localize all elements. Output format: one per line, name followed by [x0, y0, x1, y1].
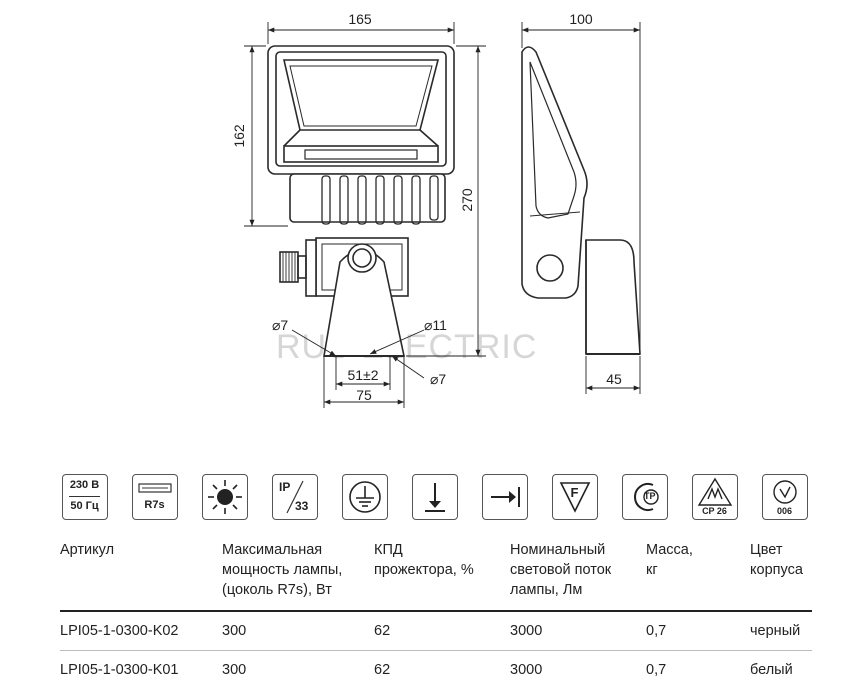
front-view [267, 45, 455, 357]
ip-rating-icon: IP 33 [272, 474, 318, 520]
frequency-text: 50 Гц [70, 500, 99, 512]
header-color: Цвет корпуса [750, 540, 812, 612]
header-article: Артикул [60, 540, 222, 612]
width-165-label: 165 [348, 11, 372, 27]
watermark: RUS ELECTRIC [276, 328, 537, 366]
header-luminous-flux: Номинальный световой поток лампы, Лм [510, 540, 646, 612]
voltage-text: 230 В [69, 479, 100, 491]
ip-text: IP [279, 480, 291, 494]
side-view [521, 46, 641, 355]
hole-spacing-label: 51±2 [347, 367, 378, 383]
specifications-table: Артикул Максимальная мощность лампы, (цо… [60, 540, 812, 689]
arrow-right-icon [482, 474, 528, 520]
lamp-base-text: R7s [144, 499, 165, 511]
arrow-down-icon [412, 474, 458, 520]
f-mark-icon: F [552, 474, 598, 520]
f-mark-text: F [570, 485, 579, 500]
certification-text: CP 26 [702, 506, 727, 516]
hole-7-left-label: ⌀7 [272, 317, 288, 333]
table-header-row: Артикул Максимальная мощность лампы, (цо… [60, 540, 812, 612]
hole-11-label: ⌀11 [424, 317, 447, 333]
depth-45-label: 45 [606, 371, 622, 387]
depth-100-label: 100 [569, 11, 593, 27]
ip-number-text: 33 [295, 499, 309, 513]
mass-cell: 0,7 [646, 611, 750, 651]
class-text: 006 [776, 506, 793, 516]
flux-cell: 3000 [510, 662, 543, 678]
voltage-icon: 230 В 50 Гц [62, 474, 108, 520]
flux-cell: 3000 [510, 611, 646, 651]
header-efficiency: КПД прожектора, % [374, 540, 510, 612]
base-width-label: 75 [356, 387, 372, 403]
certification-icons: 230 В 50 Гц R7s IP 33 F [60, 474, 810, 524]
sun-icon [202, 474, 248, 520]
gost-tp-icon: TP [622, 474, 668, 520]
power-cell: 300 [222, 611, 374, 651]
technical-drawing: RUS ELECTRIC [231, 11, 641, 408]
class-icon: 006 [762, 474, 808, 520]
certification-mark-icon: CP 26 [692, 474, 738, 520]
efficiency-cell: 62 [374, 662, 391, 678]
table-row: LPI05-1-0300-K01 300 62 3000 0,7 белый [60, 651, 812, 690]
lamp-base-icon: R7s [132, 474, 178, 520]
height-270-label: 270 [459, 188, 475, 212]
gost-tp-text: TP [644, 491, 656, 501]
color-cell: черный [750, 611, 812, 651]
table-row: LPI05-1-0300-K02 300 62 3000 0,7 черный [60, 611, 812, 651]
power-cell: 300 [222, 662, 247, 678]
side-dimensions [521, 22, 641, 394]
color-cell: белый [750, 662, 793, 678]
header-mass: Масса, кг [646, 540, 750, 612]
height-162-label: 162 [231, 124, 247, 148]
article-cell: LPI05-1-0300-K02 [60, 611, 222, 651]
efficiency-cell: 62 [374, 611, 510, 651]
article-cell: LPI05-1-0300-K01 [60, 662, 179, 678]
hole-7-right-label: ⌀7 [430, 371, 446, 387]
front-dimensions [244, 22, 486, 408]
protective-earth-icon [342, 474, 388, 520]
header-max-power: Максимальная мощность лампы, (цоколь R7s… [222, 540, 374, 612]
mass-cell: 0,7 [646, 662, 667, 678]
